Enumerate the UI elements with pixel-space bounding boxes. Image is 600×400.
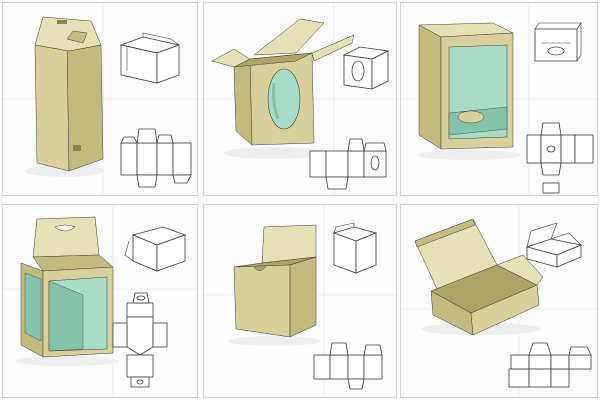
oval-box-flap-back bbox=[253, 18, 325, 56]
hang-box-shadow bbox=[15, 356, 119, 366]
oval-box-left-side bbox=[233, 58, 253, 146]
tall-box-dust-flap bbox=[66, 30, 88, 44]
cube-box-illustration bbox=[204, 205, 396, 397]
mailer-box-dieline bbox=[508, 342, 592, 388]
panel-oval-window-box bbox=[203, 2, 397, 196]
mailer-box-lid-tuck bbox=[414, 218, 476, 248]
hang-box-line-drawing bbox=[124, 226, 187, 272]
oval-window-box-illustration bbox=[204, 3, 396, 195]
panel-window-display-box bbox=[400, 2, 598, 196]
display-box-dieline bbox=[526, 122, 594, 194]
hang-box-hang-hole bbox=[54, 224, 76, 232]
tall-box-lock-slot bbox=[73, 145, 81, 151]
oval-box-flap-right bbox=[311, 34, 355, 62]
panel-cube-box-open-lid bbox=[203, 204, 397, 398]
hang-box-inner-wall bbox=[48, 280, 84, 352]
tall-box-line-drawing bbox=[119, 32, 181, 84]
cube-box-line-drawing bbox=[332, 222, 378, 274]
hang-tab-box-illustration bbox=[3, 205, 197, 397]
oval-box-line-drawing bbox=[342, 46, 390, 90]
oval-box-dieline bbox=[309, 138, 387, 190]
mailer-box-side bbox=[470, 284, 540, 336]
oval-box-flap-left bbox=[211, 48, 251, 68]
tall-box-front bbox=[34, 38, 70, 172]
oval-box-shadow bbox=[224, 147, 324, 159]
display-box-left bbox=[418, 24, 442, 150]
hang-box-dieline bbox=[112, 292, 168, 388]
mailer-box-illustration bbox=[401, 205, 597, 397]
panel-hang-tab-window-box bbox=[2, 204, 198, 398]
cube-box-thumb-notch bbox=[253, 265, 267, 271]
cube-box-shadow bbox=[228, 336, 320, 346]
cube-box-dieline bbox=[313, 342, 383, 390]
hang-box-tab bbox=[32, 216, 100, 258]
hang-box-side-window bbox=[24, 272, 42, 342]
tall-box-side bbox=[66, 38, 104, 172]
tall-box-shadow bbox=[25, 165, 105, 177]
window-display-box-illustration bbox=[401, 3, 597, 195]
tall-box-tuck-flap bbox=[34, 16, 102, 52]
mailer-box-dust-flap bbox=[496, 254, 544, 286]
display-box-insert-cutout bbox=[457, 110, 485, 124]
display-box-line-drawing bbox=[534, 22, 582, 62]
tall-box-thumb-notch bbox=[57, 20, 67, 24]
cube-box-side bbox=[289, 256, 317, 338]
cube-box-front bbox=[233, 264, 291, 338]
tall-box-dieline bbox=[120, 128, 192, 188]
tall-box-illustration bbox=[3, 3, 197, 195]
display-box-shadow bbox=[417, 150, 521, 160]
cube-box-lid bbox=[261, 224, 317, 264]
mailer-box-line-drawing bbox=[525, 222, 583, 268]
panel-tall-tuck-end-box bbox=[2, 2, 198, 196]
panel-mailer-box-open bbox=[400, 204, 598, 398]
